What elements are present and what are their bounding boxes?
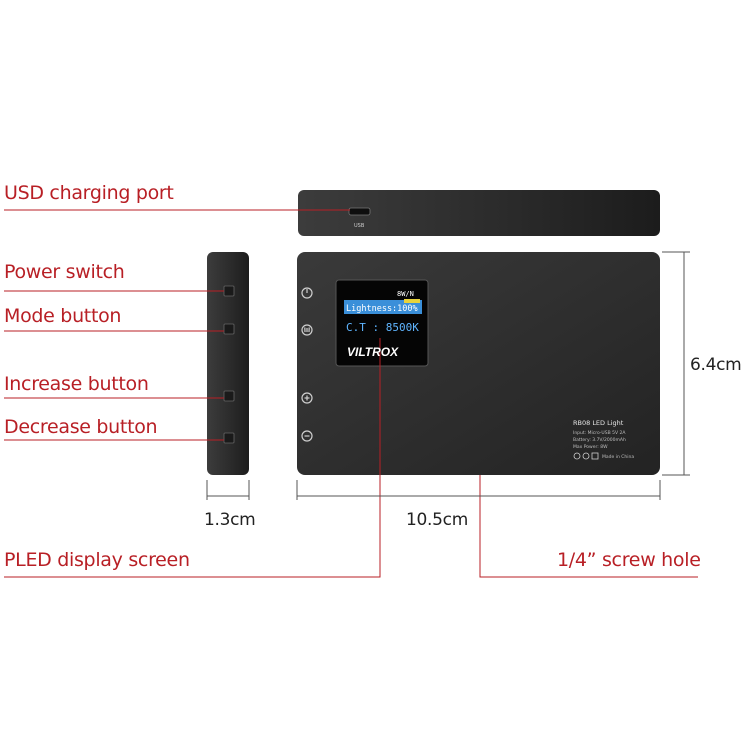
increase-button [223, 390, 235, 402]
top-edge-body [298, 190, 660, 236]
ce-mark-icon [573, 452, 581, 460]
decrease-button-label: Decrease button [4, 416, 158, 438]
display-screen-label: PLED display screen [4, 549, 190, 571]
screen-mode-text: Lightness:100% [346, 304, 418, 314]
power-switch-label: Power switch [4, 261, 125, 283]
fcc-mark-icon [582, 452, 590, 460]
back-label-footer: Made in China [602, 454, 634, 460]
usb-port [348, 207, 371, 216]
dimension-lines [206, 251, 690, 500]
mode-symbol-icon [301, 324, 313, 336]
mode-button-label: Mode button [4, 305, 122, 327]
back-label-line: Input: Micro-USB 5V 2A [573, 430, 626, 436]
depth-dimension: 1.3cm [204, 510, 256, 530]
width-dimension: 10.5cm [406, 510, 468, 530]
increase-button-label: Increase button [4, 373, 149, 395]
usb-port-text: USB [354, 223, 365, 229]
usb-port-label: USD charging port [4, 182, 174, 204]
certification-icons [573, 452, 599, 460]
mode-button [223, 323, 235, 335]
decrease-button [223, 432, 235, 444]
screen-ct-text: C.T : 8500K [346, 321, 419, 334]
top-edge-view [298, 190, 660, 236]
back-label-title: RB08 LED Light [573, 419, 624, 427]
minus-symbol-icon [301, 430, 313, 442]
screw-hole-label: 1/4” screw hole [557, 549, 701, 571]
side-body [207, 252, 249, 475]
side-view [207, 252, 249, 475]
power-symbol-icon [301, 287, 313, 299]
brand-logo: VILTROX [347, 345, 399, 359]
screw-hole-leader [479, 475, 698, 578]
power-switch [223, 285, 235, 297]
leader-lines [4, 209, 698, 578]
screen-top-text: 8W/N [397, 290, 414, 298]
battery-indicator [404, 299, 420, 303]
back-label-line: Max Power: 8W [573, 444, 608, 450]
main-body-view [297, 252, 660, 475]
recycle-mark-icon [591, 452, 599, 460]
height-dimension: 6.4cm [690, 355, 742, 375]
display-mode-bar [344, 300, 422, 314]
back-label-line: Battery: 3.7V/2000mAh [573, 437, 626, 443]
plus-symbol-icon [301, 392, 313, 404]
display-screen-leader [4, 338, 381, 578]
